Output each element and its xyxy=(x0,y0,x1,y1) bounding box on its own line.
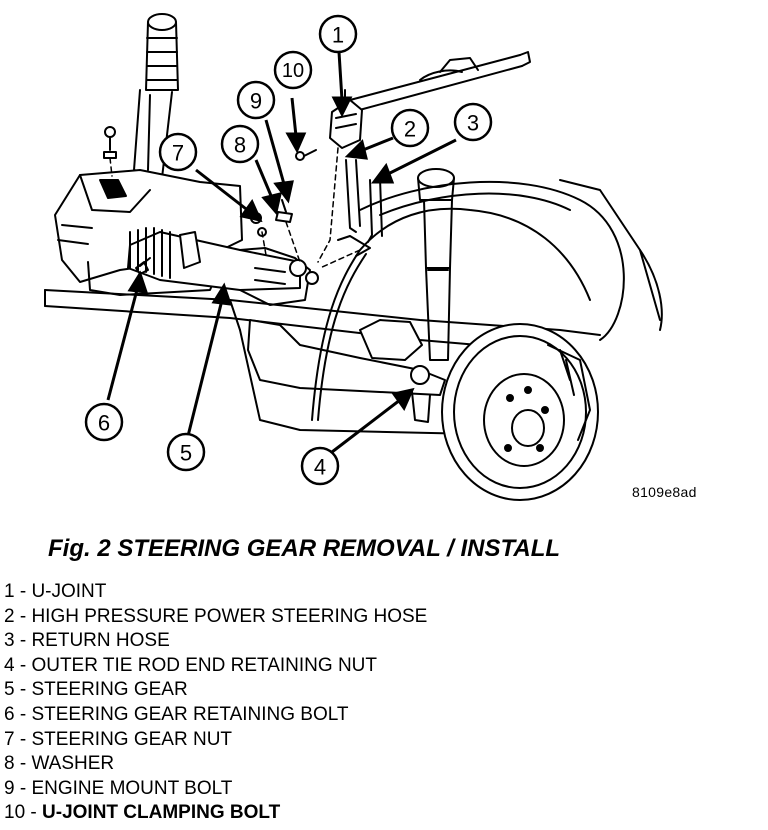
hoses xyxy=(337,159,383,257)
figure-code: 8109e8ad xyxy=(632,484,697,500)
callout-label-4: 4 xyxy=(314,455,326,480)
legend-item: 5 - STEERING GEAR xyxy=(4,679,188,701)
callout-label-3: 3 xyxy=(467,111,479,136)
callout-circle-10 xyxy=(273,50,313,90)
callout-label-6: 6 xyxy=(98,411,110,436)
callout-label-8: 8 xyxy=(234,133,246,158)
steering-shaft xyxy=(349,51,531,113)
legend-item: 9 - ENGINE MOUNT BOLT xyxy=(4,777,233,799)
legend-item: 3 - RETURN HOSE xyxy=(4,630,170,652)
legend-item: 4 - OUTER TIE ROD END RETAINING NUT xyxy=(4,654,377,676)
legend-item: 7 - STEERING GEAR NUT xyxy=(4,728,233,750)
callout-circle-5 xyxy=(166,432,206,472)
steering-gear-illustration: 1 2 3 4 5 6 7 8 9 10 xyxy=(44,13,663,501)
callout-circle-1 xyxy=(318,14,358,54)
callout-circle-3 xyxy=(453,102,493,142)
left-strut xyxy=(133,13,179,179)
callout-circle-6 xyxy=(84,402,124,442)
legend-item: 2 - HIGH PRESSURE POWER STEERING HOSE xyxy=(4,605,428,627)
legend-item: 6 - STEERING GEAR RETAINING BOLT xyxy=(4,703,349,725)
callout-label-7: 7 xyxy=(172,141,184,166)
brake-line xyxy=(311,207,591,421)
callout-circle-8 xyxy=(220,124,260,164)
brake-rotor xyxy=(441,323,599,501)
callout-circle-4 xyxy=(300,446,340,486)
callout-circle-2 xyxy=(390,108,430,148)
figure-caption: Fig. 2 STEERING GEAR REMOVAL / INSTALL xyxy=(48,535,561,562)
legend-item: 1 - U-JOINT xyxy=(4,581,107,602)
fender-well xyxy=(359,179,663,341)
parts-legend: 1 - U-JOINT 2 - HIGH PRESSURE POWER STEE… xyxy=(4,580,427,826)
callout-circle-7 xyxy=(158,132,198,172)
callout-label-2: 2 xyxy=(404,117,416,142)
callout-label-10: 10 xyxy=(282,60,304,82)
legend-item: 8 - WASHER xyxy=(4,753,115,775)
alignment-lines xyxy=(109,147,361,269)
callout-label-5: 5 xyxy=(180,441,192,466)
callout-label-9: 9 xyxy=(250,89,262,114)
callout-arrows xyxy=(106,51,457,454)
u-joint xyxy=(329,89,363,149)
legend-item: 10 - U-JOINT CLAMPING BOLT xyxy=(4,802,281,824)
callout-label-1: 1 xyxy=(332,23,344,48)
lower-control-arm xyxy=(247,319,446,423)
callout-circle-9 xyxy=(236,80,276,120)
callout-circles xyxy=(84,14,493,486)
